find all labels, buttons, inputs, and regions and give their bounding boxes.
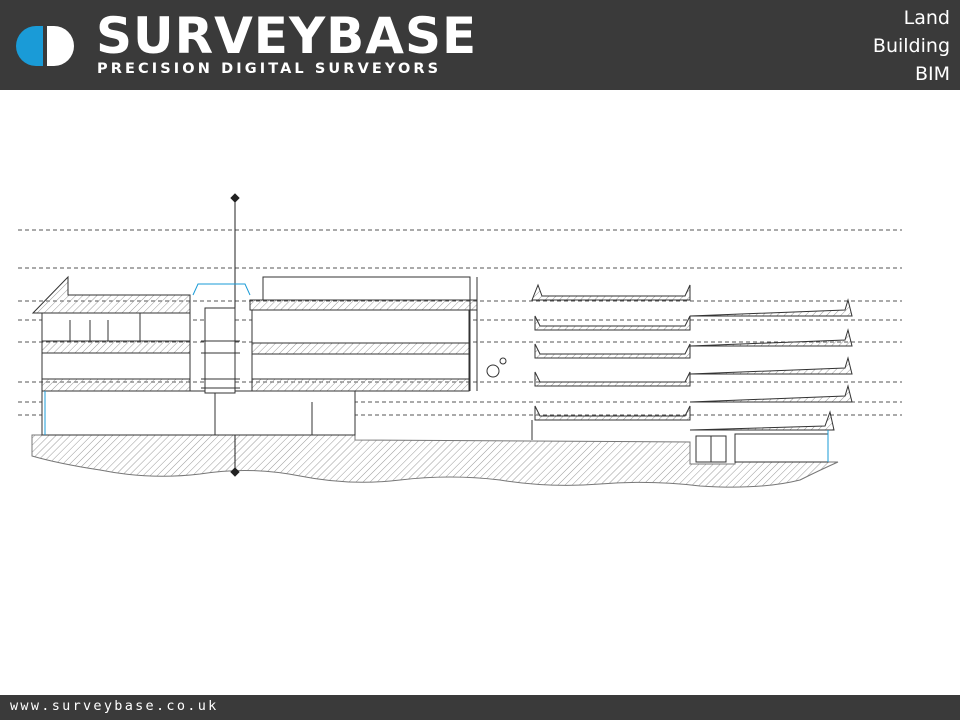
right-building	[531, 283, 853, 463]
ground-hatch	[31, 434, 839, 488]
brand-tagline: PRECISION DIGITAL SURVEYORS	[97, 61, 442, 77]
services-list: Land Building BIM	[873, 4, 950, 88]
service-building: Building	[872, 35, 950, 57]
cad-section-drawing	[18, 193, 902, 488]
brand-name: SURVEYBASE	[96, 7, 478, 65]
header-bar: SURVEYBASE PRECISION DIGITAL SURVEYORS L…	[0, 0, 960, 90]
footer-bar: www.surveybase.co.uk	[0, 695, 960, 720]
service-bim: BIM	[914, 63, 950, 85]
service-land: Land	[903, 7, 950, 29]
central-building	[249, 276, 507, 392]
website-link[interactable]: www.surveybase.co.uk	[10, 698, 219, 714]
left-building	[31, 275, 356, 436]
surveybase-logo-icon[interactable]	[16, 26, 74, 66]
